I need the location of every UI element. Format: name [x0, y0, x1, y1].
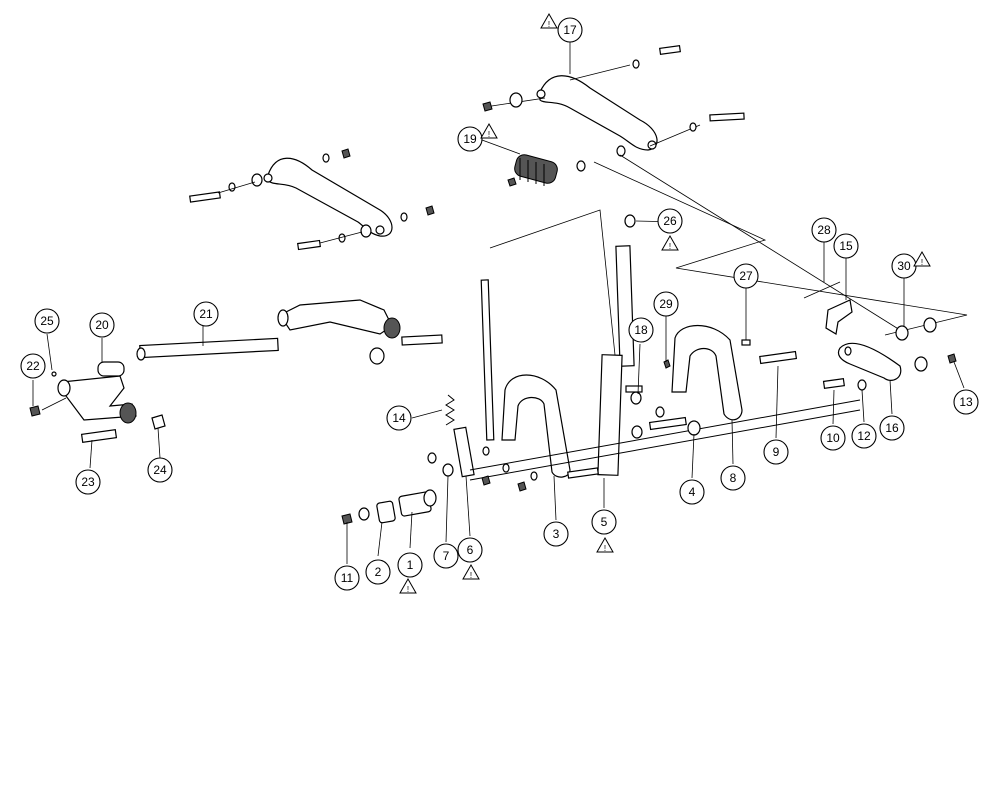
callout-2: 2 [365, 559, 391, 585]
callout-8-label: 8 [730, 471, 737, 485]
callout-22: 22 [20, 353, 46, 379]
callout-24: 24 [147, 457, 173, 483]
callout-25: 25 [34, 308, 60, 334]
callout-5: 5 [591, 509, 617, 535]
left-upper-link-arm [189, 148, 435, 251]
callout-6-label: 6 [467, 543, 474, 557]
callout-18: 18 [628, 317, 654, 343]
callout-21: 21 [193, 301, 219, 327]
warning-icon-mark: ! [548, 20, 550, 29]
callout-29-label: 29 [659, 297, 673, 311]
warning-icon: ! [913, 250, 931, 267]
callout-12: 12 [851, 423, 877, 449]
callout-20: 20 [89, 312, 115, 338]
callout-11: 11 [334, 565, 360, 591]
warning-icon: ! [596, 536, 614, 553]
callout-1-label: 1 [407, 558, 414, 572]
callout-19: 19 [457, 126, 483, 152]
callout-26: 26 [657, 208, 683, 234]
upper-link-arm [482, 44, 745, 157]
warning-icon: ! [661, 234, 679, 251]
callout-27: 27 [733, 263, 759, 289]
warning-icon-mark: ! [921, 258, 923, 267]
callout-8: 8 [720, 465, 746, 491]
callout-23-label: 23 [81, 475, 95, 489]
callout-28: 28 [811, 217, 837, 243]
callout-30: 30 [891, 253, 917, 279]
callout-19-label: 19 [463, 132, 477, 146]
callout-15-label: 15 [839, 239, 853, 253]
callout-14-label: 14 [392, 411, 406, 425]
callout-7-label: 7 [443, 549, 450, 563]
callout-20-label: 20 [95, 318, 109, 332]
callout-27-label: 27 [739, 269, 753, 283]
callout-25-label: 25 [40, 314, 54, 328]
callout-29: 29 [653, 291, 679, 317]
callout-6: 6 [457, 537, 483, 563]
warning-icon-mark: ! [604, 544, 606, 553]
leader-lines [32, 40, 965, 564]
callout-18-label: 18 [634, 323, 648, 337]
callout-23: 23 [75, 469, 101, 495]
callout-11-label: 11 [341, 571, 354, 585]
callout-4-label: 4 [689, 485, 696, 499]
callout-28-label: 28 [817, 223, 831, 237]
callout-5-label: 5 [601, 515, 608, 529]
callout-16-label: 16 [885, 421, 899, 435]
callout-9: 9 [763, 439, 789, 465]
callout-3-label: 3 [553, 527, 560, 541]
warning-icon: ! [540, 12, 558, 29]
callout-10: 10 [820, 425, 846, 451]
left-axle-assembly [29, 299, 443, 444]
callout-15: 15 [833, 233, 859, 259]
warning-icon: ! [399, 577, 417, 594]
warning-icon-mark: ! [488, 130, 490, 139]
callout-4: 4 [679, 479, 705, 505]
callout-16: 16 [879, 415, 905, 441]
callout-24-label: 24 [153, 463, 167, 477]
warning-icon-mark: ! [669, 242, 671, 251]
callout-30-label: 30 [897, 259, 911, 273]
callout-14: 14 [386, 405, 412, 431]
spring [507, 154, 586, 187]
callout-9-label: 9 [773, 445, 780, 459]
callout-17: 17 [557, 17, 583, 43]
callout-1: 1 [397, 552, 423, 578]
center-assembly [341, 154, 968, 525]
callout-21-label: 21 [199, 307, 213, 321]
callout-17-label: 17 [563, 23, 577, 37]
callout-3: 3 [543, 521, 569, 547]
callout-22-label: 22 [26, 359, 40, 373]
callout-12-label: 12 [857, 429, 871, 443]
warning-icon: ! [462, 563, 480, 580]
warning-icon: ! [480, 122, 498, 139]
callout-13: 13 [953, 389, 979, 415]
callout-2-label: 2 [375, 565, 382, 579]
callout-10-label: 10 [826, 431, 840, 445]
callout-26-label: 26 [663, 214, 677, 228]
warning-icon-mark: ! [407, 585, 409, 594]
warning-icon-mark: ! [470, 571, 472, 580]
callout-13-label: 13 [959, 395, 973, 409]
callout-7: 7 [433, 543, 459, 569]
